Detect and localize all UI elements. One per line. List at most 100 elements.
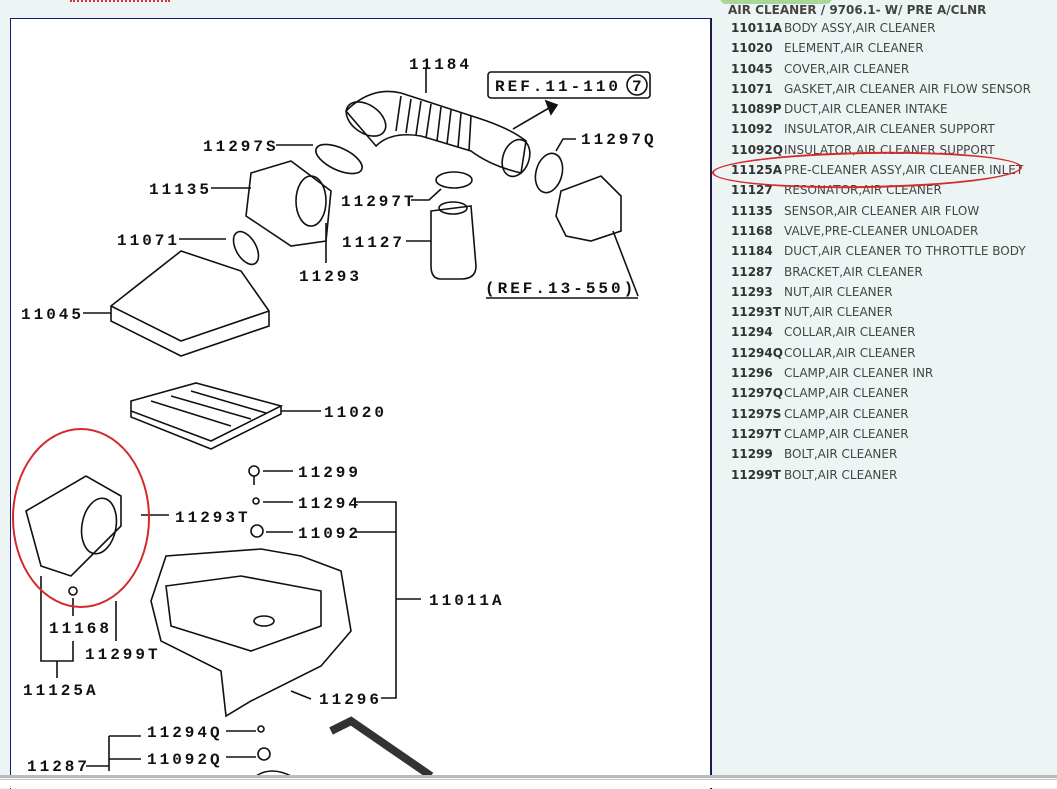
parts-list-item[interactable]: 11287 BRACKET,AIR CLEANER <box>727 262 1057 282</box>
part-description: SENSOR,AIR CLEANER AIR FLOW <box>784 203 980 218</box>
part-description: ELEMENT,AIR CLEANER <box>784 41 924 56</box>
duct-11184[interactable] <box>340 69 535 180</box>
part-description: BOLT,AIR CLEANER <box>784 467 898 482</box>
part-code[interactable]: 11297S <box>731 406 782 421</box>
part-code[interactable]: 11092Q <box>731 142 783 157</box>
label-11299T[interactable]: 11299T <box>85 646 161 664</box>
label-11297Q[interactable]: 11297Q <box>581 131 657 149</box>
label-11020[interactable]: 11020 <box>324 404 387 422</box>
part-description: INSULATOR,AIR CLEANER SUPPORT <box>784 142 995 157</box>
label-11135[interactable]: 11135 <box>149 181 212 199</box>
label-11294Q[interactable]: 11294Q <box>147 724 223 742</box>
ref-11-110-label[interactable]: REF.11-110 <box>495 78 621 96</box>
label-11297T[interactable]: 11297T <box>341 193 417 211</box>
body-11011A <box>150 548 352 718</box>
label-11092Q[interactable]: 11092Q <box>147 751 223 769</box>
part-code[interactable]: 11293 <box>731 284 773 299</box>
part-code[interactable]: 11092 <box>731 122 773 137</box>
part-description: COLLAR,AIR CLEANER <box>784 345 916 360</box>
label-11168[interactable]: 11168 <box>49 620 112 638</box>
part-code[interactable]: 11045 <box>731 61 773 76</box>
part-code[interactable]: 11299T <box>731 467 781 482</box>
part-code[interactable]: 11127 <box>731 183 773 198</box>
label-11184[interactable]: 11184 <box>409 56 472 74</box>
part-code[interactable]: 11294 <box>731 325 773 340</box>
label-11011A[interactable]: 11011A <box>429 592 505 610</box>
element-11020 <box>130 382 284 442</box>
ref-circle-number: 7 <box>632 78 642 96</box>
part-code[interactable]: 11011A <box>731 21 783 35</box>
part-code[interactable]: 11168 <box>731 223 773 238</box>
top-decoration <box>70 0 170 5</box>
part-code[interactable]: 11297T <box>731 426 781 441</box>
label-11299[interactable]: 11299 <box>298 464 361 482</box>
part-code[interactable]: 11071 <box>731 81 773 96</box>
label-11293[interactable]: 11293 <box>299 268 362 286</box>
part-description: BRACKET,AIR CLEANER <box>784 264 923 279</box>
part-code[interactable]: 11135 <box>731 203 773 218</box>
part-description: BOLT,AIR CLEANER <box>784 447 898 462</box>
resonator-11127 <box>430 205 477 280</box>
clamp-11297Q <box>534 152 564 194</box>
parts-list-title: AIR CLEANER / 9706.1- W/ PRE A/CLNR <box>728 3 987 17</box>
header-tab[interactable] <box>720 0 832 4</box>
part-code[interactable]: 11296 <box>731 366 773 381</box>
parts-list-item[interactable]: 11299 BOLT,AIR CLEANER <box>727 444 1057 464</box>
part-description: COVER,AIR CLEANER <box>784 61 910 76</box>
horizontal-scrollbar[interactable] <box>0 775 1057 788</box>
label-11287[interactable]: 11287 <box>27 758 90 776</box>
label-11045[interactable]: 11045 <box>21 306 84 324</box>
label-11092[interactable]: 11092 <box>298 525 361 543</box>
parts-list-item[interactable]: 11135 SENSOR,AIR CLEANER AIR FLOW <box>727 201 1057 221</box>
part-code[interactable]: 11020 <box>731 41 773 56</box>
part-code[interactable]: 11297Q <box>731 386 783 401</box>
part-code[interactable]: 11184 <box>731 244 773 259</box>
label-11071[interactable]: 11071 <box>117 232 180 250</box>
parts-list-item[interactable]: 11045 COVER,AIR CLEANER <box>727 59 1057 79</box>
label-11125A[interactable]: 11125A <box>23 682 99 700</box>
part-description: RESONATOR,AIR CLEANER <box>784 183 942 198</box>
part-code[interactable]: 11089P <box>731 102 782 117</box>
label-11297S[interactable]: 11297S <box>203 138 279 156</box>
part-code[interactable]: 11294Q <box>731 345 783 360</box>
part-code[interactable]: 11293T <box>731 305 781 320</box>
parts-list: AIR CLEANER / 9706.1- W/ PRE A/CLNR 1101… <box>727 2 1057 485</box>
parts-diagram: 11184 REF.11-110 7 11297S 11297Q 11135 1… <box>10 18 712 789</box>
part-description: GASKET,AIR CLEANER AIR FLOW SENSOR <box>784 81 1031 96</box>
cover-11045 <box>110 250 270 357</box>
part-description: DUCT,AIR CLEANER TO THROTTLE BODY <box>784 244 1026 259</box>
part-code[interactable]: 11287 <box>731 264 773 279</box>
part-code[interactable]: 11125A <box>731 163 783 178</box>
part-code[interactable]: 11299 <box>731 447 773 462</box>
parts-list-item[interactable]: 11020 ELEMENT,AIR CLEANER <box>727 38 1057 58</box>
throttle-body <box>555 175 622 242</box>
parts-list-item[interactable]: 11184 DUCT,AIR CLEANER TO THROTTLE BODY <box>727 241 1057 261</box>
label-11127[interactable]: 11127 <box>342 234 405 252</box>
parts-list-item[interactable]: 11071 GASKET,AIR CLEANER AIR FLOW SENSOR <box>727 79 1057 99</box>
highlight-ellipse <box>12 428 150 608</box>
label-11294[interactable]: 11294 <box>298 495 361 513</box>
label-11296[interactable]: 11296 <box>319 691 382 709</box>
part-description: NUT,AIR CLEANER <box>784 305 893 320</box>
label-11293T[interactable]: 11293T <box>175 509 251 527</box>
exploded-view: 11184 REF.11-110 7 11297S 11297Q 11135 1… <box>12 56 657 780</box>
ref-13-550-label[interactable]: (REF.13-550) <box>485 280 636 298</box>
clamp-11297T <box>435 171 473 189</box>
parts-list-item[interactable]: 11127 RESONATOR,AIR CLEANER <box>727 180 1057 200</box>
part-description: CLAMP,AIR CLEANER <box>784 406 909 421</box>
